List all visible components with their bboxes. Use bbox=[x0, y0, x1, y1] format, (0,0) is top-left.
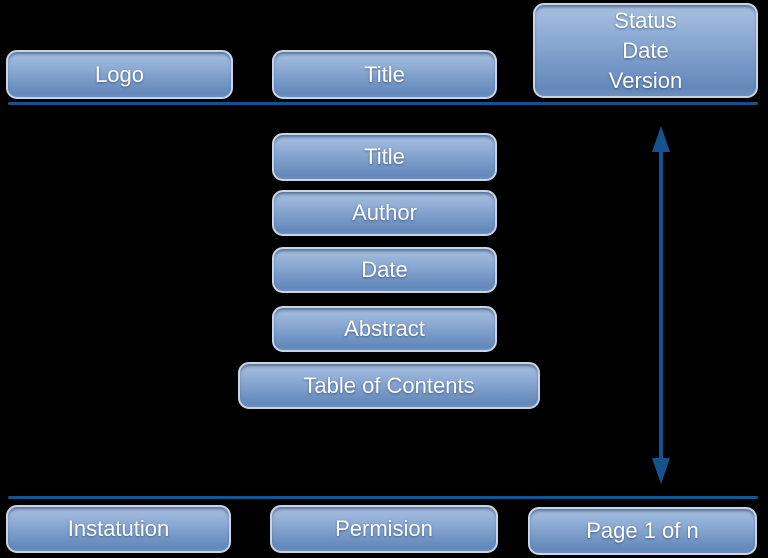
node-status-date-version: Status Date Version bbox=[533, 3, 758, 98]
node-logo: Logo bbox=[6, 50, 233, 99]
vertical-double-arrow-icon bbox=[652, 126, 670, 484]
node-institution: Instatution bbox=[6, 505, 231, 553]
node-author: Author bbox=[272, 190, 497, 236]
node-date: Date bbox=[272, 247, 497, 293]
header-separator-line bbox=[8, 102, 758, 105]
node-body-title: Title bbox=[272, 133, 497, 181]
node-header-title: Title bbox=[272, 50, 497, 99]
node-page-number: Page 1 of n bbox=[528, 507, 757, 555]
node-permission: Permision bbox=[270, 505, 498, 553]
node-abstract: Abstract bbox=[272, 306, 497, 352]
footer-separator-line bbox=[8, 496, 758, 499]
node-table-of-contents: Table of Contents bbox=[238, 362, 540, 409]
